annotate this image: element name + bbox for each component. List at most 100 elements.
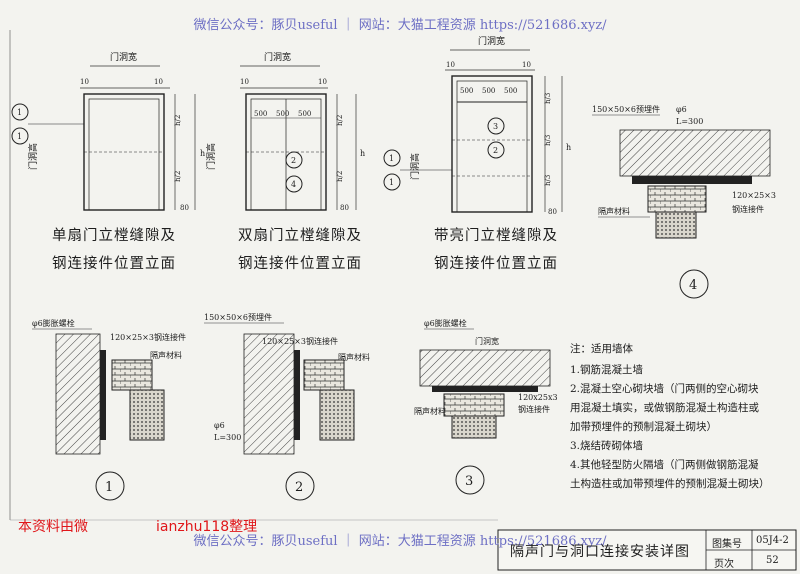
single-section-a: 1 bbox=[17, 108, 22, 117]
page-label: 页次 bbox=[714, 559, 734, 570]
atlas-label: 图集号 bbox=[712, 539, 742, 550]
drawing-title: 隔声门与洞口连接安装详图 bbox=[510, 544, 690, 560]
double-section-a: 2 bbox=[291, 156, 296, 165]
note-item: 加带预埋件的预制混凝土砌块） bbox=[570, 421, 717, 433]
watermark-top: 微信公众号：豚贝useful ｜ 网站：大猫工程资源 https://52168… bbox=[193, 18, 607, 33]
double-edge-left: 10 bbox=[240, 78, 249, 86]
double-half-top: h/2 bbox=[336, 115, 344, 126]
d4-length-label: L=300 bbox=[676, 117, 703, 126]
double-bottom: 80 bbox=[340, 204, 349, 212]
detail-2: 150×50×6预埋件 120×25×3钢连接件 隔声材料 φ6 L=300 2 bbox=[204, 312, 370, 501]
double-dim-1: 500 bbox=[254, 110, 267, 118]
d2-number: 2 bbox=[295, 480, 303, 495]
d4-embed-label: 150×50×6预埋件 bbox=[592, 104, 660, 114]
note-item: 1.钢筋混凝土墙 bbox=[570, 364, 644, 376]
notes-block: 注：适用墙体 1.钢筋混凝土墙 2.混凝土空心砌块墙（门两侧的空心砌块 用混凝土… bbox=[570, 340, 770, 494]
double-edge-right: 10 bbox=[318, 78, 327, 86]
single-height-label: 门洞高 bbox=[27, 143, 39, 170]
transom-third-3: h/3 bbox=[544, 175, 552, 186]
elevation-single-door: 门洞宽 10 10 h/2 h/2 h 80 门洞高 1 1 bbox=[11, 51, 205, 212]
transom-bottom: 80 bbox=[548, 208, 557, 216]
credit-prefix: 本资料由微 bbox=[18, 519, 88, 535]
d4-plate-label: 120×25×3 bbox=[732, 191, 776, 200]
single-h: h bbox=[200, 149, 205, 158]
page-number: 52 bbox=[766, 555, 779, 566]
caption-single: 单扇门立樘缝隙及 钢连接件位置立面 bbox=[52, 222, 176, 278]
double-dim-2: 500 bbox=[276, 110, 289, 118]
d3-plate-label: 120x25x3 bbox=[518, 393, 558, 402]
transom-section-b: 1 bbox=[389, 178, 394, 187]
d2-embed-label: 150×50×6预埋件 bbox=[204, 312, 272, 322]
single-section-b: 1 bbox=[17, 132, 22, 141]
title-block: 隔声门与洞口连接安装详图 图集号 05J4-2 页次 52 bbox=[498, 530, 796, 570]
caption-single-line1: 单扇门立樘缝隙及 bbox=[52, 228, 176, 244]
notes-title: 注：适用墙体 bbox=[570, 343, 633, 355]
d1-plate-label: 120×25×3钢连接件 bbox=[110, 332, 186, 342]
transom-dim-3: 500 bbox=[504, 87, 517, 95]
d4-plate2-label: 钢连接件 bbox=[732, 204, 764, 214]
transom-third-1: h/3 bbox=[544, 93, 552, 104]
note-item: 用混凝土填实，或做钢筋混凝土构造柱或 bbox=[570, 402, 759, 414]
d3-number: 3 bbox=[465, 474, 473, 489]
single-edge-left: 10 bbox=[80, 78, 89, 86]
detail-3: φ6膨胀螺栓 门洞宽 120x25x3 钢连接件 隔声材料 3 bbox=[414, 318, 558, 495]
transom-section-d: 2 bbox=[493, 146, 498, 155]
double-height-label: 门洞高 bbox=[205, 143, 217, 170]
d2-insulation-label: 隔声材料 bbox=[338, 352, 370, 362]
double-section-b: 4 bbox=[291, 180, 296, 189]
single-bottom: 80 bbox=[180, 204, 189, 212]
single-edge-right: 10 bbox=[154, 78, 163, 86]
single-half-bottom: h/2 bbox=[174, 171, 182, 182]
transom-section-a: 1 bbox=[389, 154, 394, 163]
d1-bolt-label: φ6膨胀螺栓 bbox=[32, 318, 75, 328]
credit-line: 本资料由微 ianzhu118整理 bbox=[18, 516, 257, 536]
caption-double-line2: 钢连接件位置立面 bbox=[238, 256, 362, 272]
transom-dim-1: 500 bbox=[460, 87, 473, 95]
watermark-bottom: 微信公众号：豚贝useful ｜ 网站：大猫工程资源 https://52168… bbox=[193, 534, 607, 549]
transom-width-label: 门洞宽 bbox=[478, 35, 505, 47]
d4-number: 4 bbox=[689, 278, 697, 293]
double-half-bottom: h/2 bbox=[336, 171, 344, 182]
note-item: 土构造柱或加带预埋件的预制混凝土砌块） bbox=[570, 478, 770, 490]
note-item: 3.烧结砖砌体墙 bbox=[570, 440, 644, 452]
d2-length-label: L=300 bbox=[214, 433, 241, 442]
caption-double: 双扇门立樘缝隙及 钢连接件位置立面 bbox=[238, 222, 362, 278]
d1-insulation-label: 隔声材料 bbox=[150, 350, 182, 360]
caption-single-line2: 钢连接件位置立面 bbox=[52, 256, 176, 272]
double-dim-3: 500 bbox=[298, 110, 311, 118]
transom-third-2: h/3 bbox=[544, 135, 552, 146]
transom-edge-left: 10 bbox=[446, 61, 455, 69]
transom-edge-right: 10 bbox=[522, 61, 531, 69]
transom-h: h bbox=[566, 143, 571, 152]
caption-double-line1: 双扇门立樘缝隙及 bbox=[238, 228, 362, 244]
d3-width-label: 门洞宽 bbox=[475, 336, 499, 346]
d2-rebar-label: φ6 bbox=[214, 421, 225, 430]
elevation-double-door: 门洞宽 10 10 500 500 500 h/2 h/2 h 80 门洞高 2… bbox=[205, 51, 365, 212]
caption-transom-line1: 带亮门立樘缝隙及 bbox=[434, 228, 558, 244]
caption-transom: 带亮门立樘缝隙及 钢连接件位置立面 bbox=[434, 222, 558, 278]
d4-rebar-label: φ6 bbox=[676, 105, 687, 114]
d2-plate-label: 120×25×3钢连接件 bbox=[262, 336, 338, 346]
atlas-number: 05J4-2 bbox=[756, 535, 789, 546]
double-width-label: 门洞宽 bbox=[264, 51, 291, 63]
note-item: 2.混凝土空心砌块墙（门两侧的空心砌块 bbox=[570, 383, 759, 395]
single-width-label: 门洞宽 bbox=[110, 51, 137, 63]
caption-transom-line2: 钢连接件位置立面 bbox=[434, 256, 558, 272]
d3-bolt-label: φ6膨胀螺栓 bbox=[424, 318, 467, 328]
d3-insulation-label: 隔声材料 bbox=[414, 406, 446, 416]
d1-number: 1 bbox=[105, 480, 113, 495]
note-item: 4.其他轻型防火隔墙（门两侧做钢筋混凝 bbox=[570, 459, 759, 471]
transom-section-c: 3 bbox=[493, 122, 498, 131]
transom-height-label: 门洞高 bbox=[409, 153, 421, 180]
d4-insulation-label: 隔声材料 bbox=[598, 206, 630, 216]
detail-1: φ6膨胀螺栓 120×25×3钢连接件 隔声材料 1 bbox=[32, 318, 186, 501]
transom-dim-2: 500 bbox=[482, 87, 495, 95]
credit-suffix: ianzhu118整理 bbox=[156, 519, 258, 535]
double-h: h bbox=[360, 149, 365, 158]
detail-4: 150×50×6预埋件 φ6 L=300 120×25×3 钢连接件 隔声材料 … bbox=[592, 104, 776, 299]
single-half-top: h/2 bbox=[174, 115, 182, 126]
d3-plate2-label: 钢连接件 bbox=[518, 404, 550, 414]
elevation-transom-door: 门洞宽 10 10 500 500 500 h/3 h/3 h/3 h 80 门… bbox=[383, 35, 571, 216]
